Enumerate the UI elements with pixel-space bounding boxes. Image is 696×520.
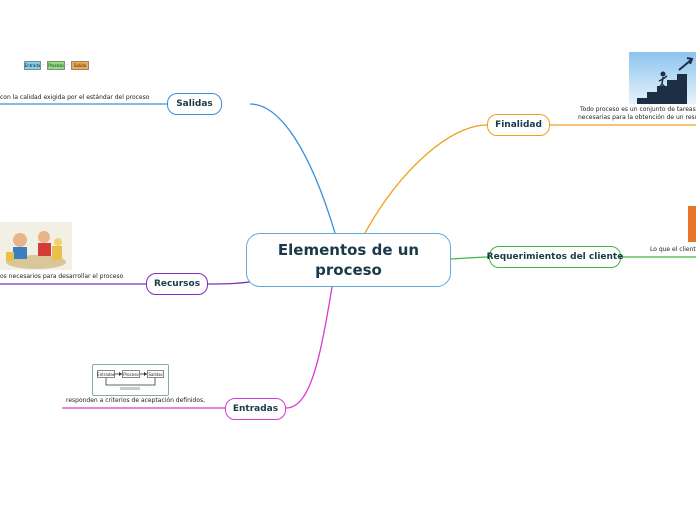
note-finalidad-line2: necesarias para la obtención de un resul… (578, 114, 696, 122)
note-recursos: os necesarios para desarrollar el proces… (0, 273, 123, 281)
connector-requerimientos (451, 257, 489, 259)
note-requerimientos: Lo que el cliente (650, 246, 696, 254)
connector-entradas (286, 287, 332, 408)
central-node[interactable]: Elementos de un proceso (246, 233, 451, 287)
connector-finalidad (365, 125, 487, 233)
io-box-salida: Salida (71, 61, 89, 70)
note-salidas: con la calidad exigida por el estándar d… (0, 94, 149, 102)
success-stairs-image (629, 52, 696, 104)
io-arrow-icon: › (42, 62, 44, 68)
branch-entradas[interactable]: Entradas (225, 398, 286, 420)
client-image (688, 206, 696, 242)
note-entradas: responden a criterios de aceptación defi… (66, 397, 205, 405)
branch-requerimientos[interactable]: Requerimientos del cliente (489, 246, 621, 268)
io-arrow-icon: › (66, 62, 68, 68)
io-box-proceso: Proceso (47, 61, 65, 70)
note-finalidad-line1: Todo proceso es un conjunto de tareas el… (580, 106, 696, 114)
connector-salidas (250, 104, 335, 233)
branch-recursos[interactable]: Recursos (146, 273, 208, 295)
process-arrows-icon (93, 365, 168, 395)
io-box-entrada: Entrada (24, 61, 41, 70)
io-diagram: Entrada Proceso Salida › › (24, 61, 90, 71)
branch-finalidad[interactable]: Finalidad (487, 114, 550, 136)
process-diagram: Entradas Proceso Salidas (92, 364, 169, 396)
resources-image (0, 222, 72, 270)
branch-salidas[interactable]: Salidas (167, 93, 222, 115)
